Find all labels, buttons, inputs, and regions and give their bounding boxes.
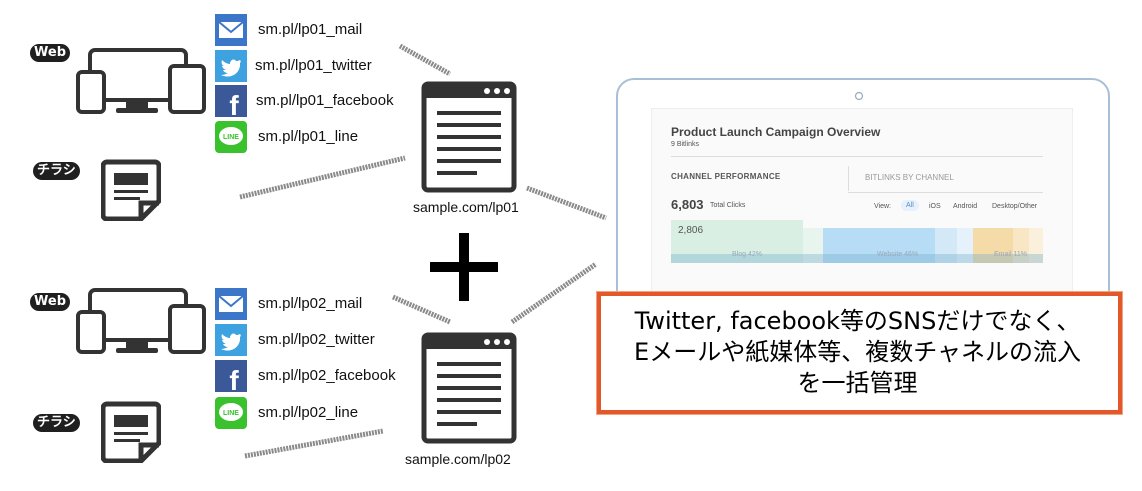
twitter-icon [215,50,247,82]
web-badge: Web [30,44,70,62]
segment-label-email: Email 11% [994,251,1027,258]
view-option-all[interactable]: All [901,200,919,211]
mail-icon [215,14,247,46]
link-twitter-lp01[interactable]: sm.pl/lp01_twitter [255,57,372,74]
link-mail-lp02[interactable]: sm.pl/lp02_mail [258,295,363,312]
link-facebook-lp02[interactable]: sm.pl/lp02_facebook [258,367,396,384]
view-label: View: [874,203,891,210]
landing-page-icon [421,81,517,193]
bar-segment-blog [671,220,803,263]
dashboard-subtitle: 9 Bitlinks [671,141,700,148]
channel-performance-heading: CHANNEL PERFORMANCE [671,172,781,181]
view-option-ios[interactable]: iOS [929,203,941,210]
divider [671,156,1043,157]
tab-bitlinks-by-channel[interactable]: BITLINKS BY CHANNEL [865,173,954,182]
devices-icon [76,288,206,354]
mail-icon [215,288,247,320]
callout-box [597,292,1122,414]
web-badge: Web [30,293,70,311]
svg-text:LINE: LINE [223,134,239,141]
bar-baseline [671,254,1043,263]
line-icon: LINE [215,397,247,429]
link-mail-lp01[interactable]: sm.pl/lp01_mail [258,21,363,38]
facebook-icon: f [215,360,247,392]
devices-icon [76,48,206,114]
plus-icon [430,233,498,301]
svg-text:f: f [229,90,239,117]
landing-page-caption: sample.com/lp01 [413,199,519,215]
link-line-lp01[interactable]: sm.pl/lp01_line [258,128,359,145]
flyer-badge: チラシ [33,414,80,432]
twitter-icon [215,324,247,356]
camera-icon [854,91,864,101]
svg-text:LINE: LINE [223,410,239,417]
callout-line-2: Eメールや紙媒体等、複数チャネルの流入 [634,338,1081,366]
bar-segment-website [823,228,935,263]
segment-label-blog: Blog 42% [732,251,762,258]
landing-page-caption: sample.com/lp02 [405,451,511,467]
bar-segment-website-minor [935,228,957,263]
link-facebook-lp01[interactable]: sm.pl/lp01_facebook [256,92,394,109]
bar-value: 2,806 [678,225,704,236]
view-option-desktop[interactable]: Desktop/Other [992,203,1038,210]
view-option-android[interactable]: Android [953,203,978,210]
facebook-icon: f [215,85,247,117]
bar-segment-website-minor [957,228,973,263]
landing-page-icon [421,332,517,444]
total-clicks-value: 6,803 [671,197,704,212]
dashboard-screen [651,108,1073,310]
segment-label-website: Website 46% [877,251,919,258]
bar-segment-email [973,228,1013,263]
bar-segment-email-minor [1013,228,1029,263]
divider [848,192,1043,193]
dashboard-title: Product Launch Campaign Overview [671,125,881,139]
line-icon: LINE [215,121,247,153]
divider [848,166,849,191]
flyer-badge: チラシ [33,162,80,180]
flyer-icon [101,401,161,463]
link-twitter-lp02[interactable]: sm.pl/lp02_twitter [258,331,375,348]
callout-line-1: Twitter, facebook等のSNSだけでなく、 [634,307,1081,335]
bar-segment-email-minor [1029,228,1043,263]
link-line-lp02[interactable]: sm.pl/lp02_line [258,404,359,421]
total-clicks-label: Total Clicks [710,202,746,209]
bar-segment-blog-minor [803,228,823,263]
flyer-icon [101,159,161,221]
svg-text:f: f [229,365,239,392]
callout-line-3: を一括管理 [797,369,918,397]
